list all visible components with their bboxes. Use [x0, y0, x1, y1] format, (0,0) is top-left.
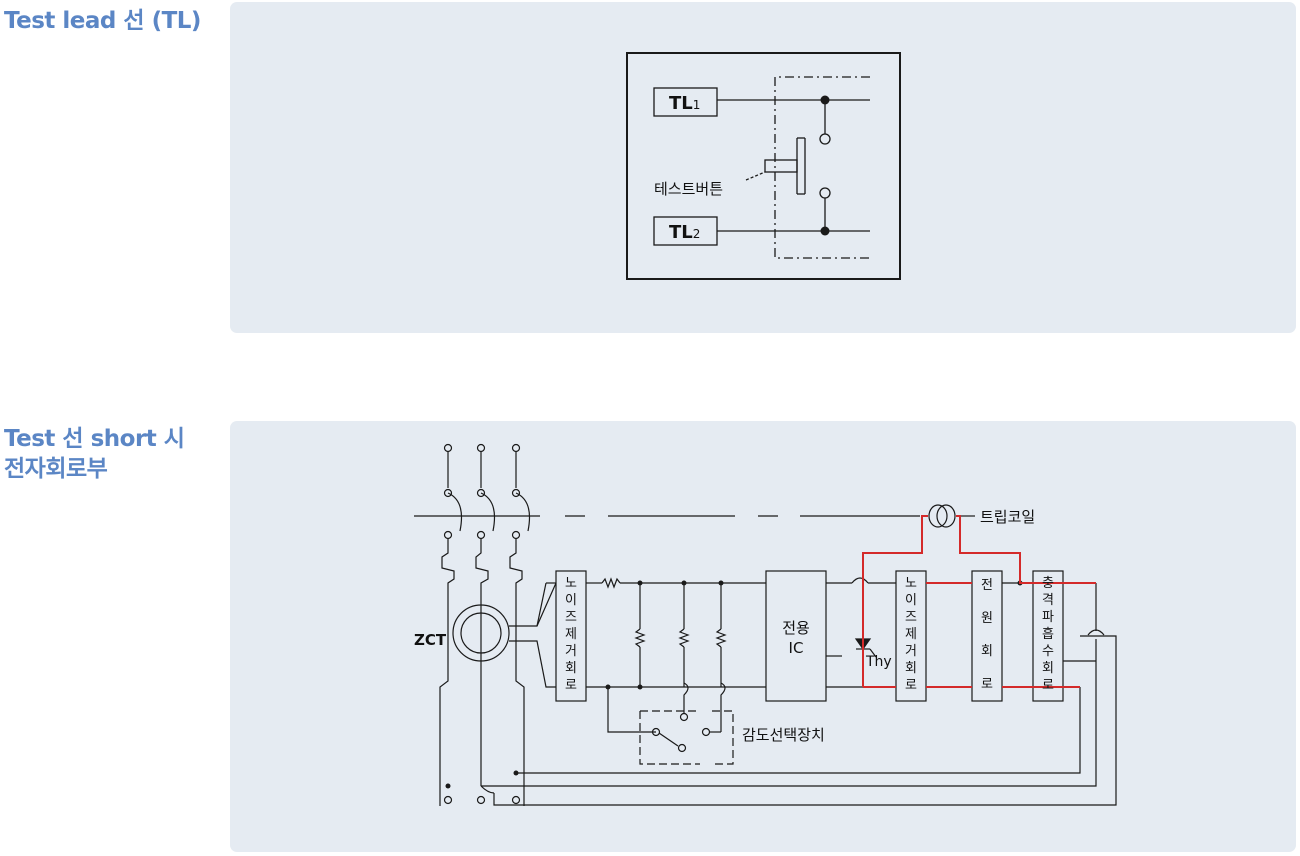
test-button-label: 테스트버튼: [654, 180, 723, 198]
svg-text:로: 로: [981, 677, 993, 692]
section-title-test-lead: Test lead 선 (TL): [4, 8, 201, 34]
svg-text:격: 격: [1042, 593, 1054, 608]
zct-label: ZCT: [414, 631, 447, 649]
svg-text:거: 거: [905, 644, 917, 659]
power-circuit-label: 전 원 회 로: [981, 578, 993, 692]
svg-text:로: 로: [905, 678, 917, 693]
svg-text:노: 노: [565, 576, 577, 591]
noise-filter-2-label: 노 이 즈 제 거 회 로: [905, 576, 917, 693]
svg-text:원: 원: [981, 611, 993, 626]
svg-text:즈: 즈: [905, 610, 917, 625]
svg-text:충: 충: [1042, 576, 1054, 591]
svg-text:전: 전: [981, 578, 993, 593]
ic-label-line-2: IC: [789, 639, 804, 657]
svg-text:제: 제: [565, 627, 577, 642]
svg-text:로: 로: [565, 678, 577, 693]
thyristor-label: Thy: [865, 654, 892, 670]
svg-text:수: 수: [1042, 644, 1054, 659]
svg-text:로: 로: [1042, 678, 1054, 693]
svg-text:회: 회: [981, 644, 993, 659]
electronic-circuit-panel: ZCT 트립코일 전용 IC Thy 감도선택장치 노 이 즈 제 거 회 로 …: [230, 421, 1296, 852]
svg-text:이: 이: [565, 593, 577, 608]
svg-text:즈: 즈: [565, 610, 577, 625]
svg-text:이: 이: [905, 593, 917, 608]
svg-text:제: 제: [905, 627, 917, 642]
test-lead-panel: TL1 TL2 테스트버튼: [230, 2, 1296, 333]
svg-text:파: 파: [1042, 610, 1054, 625]
svg-text:회: 회: [565, 661, 577, 676]
test-lead-diagram: TL1 TL2 테스트버튼: [626, 52, 901, 280]
surge-absorber-label: 충 격 파 흡 수 회 로: [1042, 576, 1054, 693]
trip-coil-label: 트립코일: [980, 508, 1035, 526]
ic-label-line-1: 전용: [782, 619, 810, 637]
section-title-test-short: Test 선 short 시 전자회로부: [4, 424, 185, 484]
svg-text:거: 거: [565, 644, 577, 659]
tl2-label: TL2: [669, 222, 700, 243]
svg-text:흡: 흡: [1042, 627, 1054, 642]
svg-text:회: 회: [1042, 661, 1054, 676]
tl1-label: TL1: [669, 93, 700, 114]
section-title-line-2: 전자회로부: [4, 456, 108, 482]
noise-filter-1-label: 노 이 즈 제 거 회 로: [565, 576, 577, 693]
svg-text:회: 회: [905, 661, 917, 676]
electronic-circuit-diagram: ZCT 트립코일 전용 IC Thy 감도선택장치 노 이 즈 제 거 회 로 …: [414, 443, 1117, 806]
svg-text:노: 노: [905, 576, 917, 591]
sensitivity-selector-label: 감도선택장치: [742, 726, 825, 744]
section-title-line-1: Test 선 short 시: [4, 426, 185, 452]
